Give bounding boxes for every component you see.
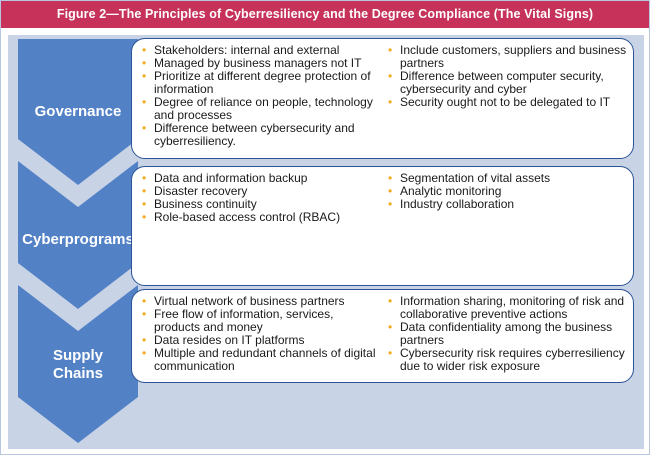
governance-left-list: •Stakeholders: internal and external •Ma… <box>142 44 377 148</box>
bullet-icon: • <box>142 294 147 308</box>
bullet-icon: • <box>388 69 393 83</box>
list-item: •Stakeholders: internal and external <box>142 43 340 57</box>
bullet-icon: • <box>142 184 147 198</box>
supply-chains-box: •Virtual network of business partners •F… <box>131 289 634 383</box>
bullet-icon: • <box>142 333 147 347</box>
list-item: •Prioritize at different degree protecti… <box>142 69 371 96</box>
governance-label: Governance <box>34 103 122 120</box>
bullet-icon: • <box>388 346 393 360</box>
bullet-icon: • <box>142 43 147 57</box>
list-item: •Role-based access control (RBAC) <box>142 210 341 224</box>
chevron-column <box>18 39 138 443</box>
bullet-icon: • <box>142 171 147 185</box>
list-item: •Virtual network of business partners <box>142 294 345 308</box>
supply-chains-right-list: •Information sharing, monitoring of risk… <box>388 295 628 373</box>
bullet-icon: • <box>142 95 147 109</box>
bullet-icon: • <box>388 184 393 198</box>
list-item: •Multiple and redundant channels of digi… <box>142 346 376 373</box>
diagram-panel: Governance Cyberprograms Supply Chains •… <box>8 35 644 449</box>
supply-chains-chevron <box>18 285 138 443</box>
bullet-icon: • <box>388 197 393 211</box>
bullet-icon: • <box>142 346 147 360</box>
list-item: •Information sharing, monitoring of risk… <box>388 294 625 321</box>
bullet-icon: • <box>142 307 147 321</box>
bullet-icon: • <box>388 171 393 185</box>
bullet-icon: • <box>388 320 393 334</box>
governance-box: •Stakeholders: internal and external •Ma… <box>131 38 634 159</box>
list-item: •Data and information backup <box>142 171 308 185</box>
list-item: •Industry collaboration <box>388 197 515 211</box>
list-item: •Difference between computer security, c… <box>388 69 604 96</box>
cyberprograms-left-list: •Data and information backup •Disaster r… <box>142 172 377 224</box>
list-item: •Security ought not to be delegated to I… <box>388 95 611 109</box>
list-item: •Data confidentiality among the business… <box>388 320 613 347</box>
cyberprograms-chevron <box>18 161 138 309</box>
list-item: •Free flow of information, services, pro… <box>142 307 334 334</box>
bullet-icon: • <box>142 210 147 224</box>
supply-chains-label: Supply Chains <box>18 347 138 383</box>
list-item: •Disaster recovery <box>142 184 248 198</box>
governance-right-list: •Include customers, suppliers and busine… <box>388 44 628 109</box>
list-item: •Cybersecurity risk requires cyberresili… <box>388 346 625 373</box>
governance-chevron <box>18 39 138 185</box>
bullet-icon: • <box>388 43 393 57</box>
bullet-icon: • <box>142 197 147 211</box>
list-item: •Include customers, suppliers and busine… <box>388 43 627 70</box>
list-item: •Data resides on IT platforms <box>142 333 305 347</box>
supply-chains-label-text: Supply Chains <box>52 347 103 382</box>
bullet-icon: • <box>388 95 393 109</box>
cyberprograms-right-list: •Segmentation of vital assets •Analytic … <box>388 172 628 211</box>
bullet-icon: • <box>142 121 147 135</box>
list-item: •Degree of reliance on people, technolog… <box>142 95 373 122</box>
bullet-icon: • <box>142 69 147 83</box>
cyberprograms-label: Cyberprograms <box>22 231 134 248</box>
list-item: •Business continuity <box>142 197 257 211</box>
bullet-icon: • <box>388 294 393 308</box>
list-item: •Difference between cybersecurity and cy… <box>142 121 355 148</box>
list-item: •Segmentation of vital assets <box>388 171 551 185</box>
bullet-icon: • <box>142 56 147 70</box>
list-item: •Analytic monitoring <box>388 184 502 198</box>
supply-chains-left-list: •Virtual network of business partners •F… <box>142 295 377 373</box>
list-item: •Managed by business managers not IT <box>142 56 362 70</box>
cyberprograms-box: •Data and information backup •Disaster r… <box>131 166 634 286</box>
figure-title: Figure 2—The Principles of Cyberresilien… <box>1 1 649 28</box>
